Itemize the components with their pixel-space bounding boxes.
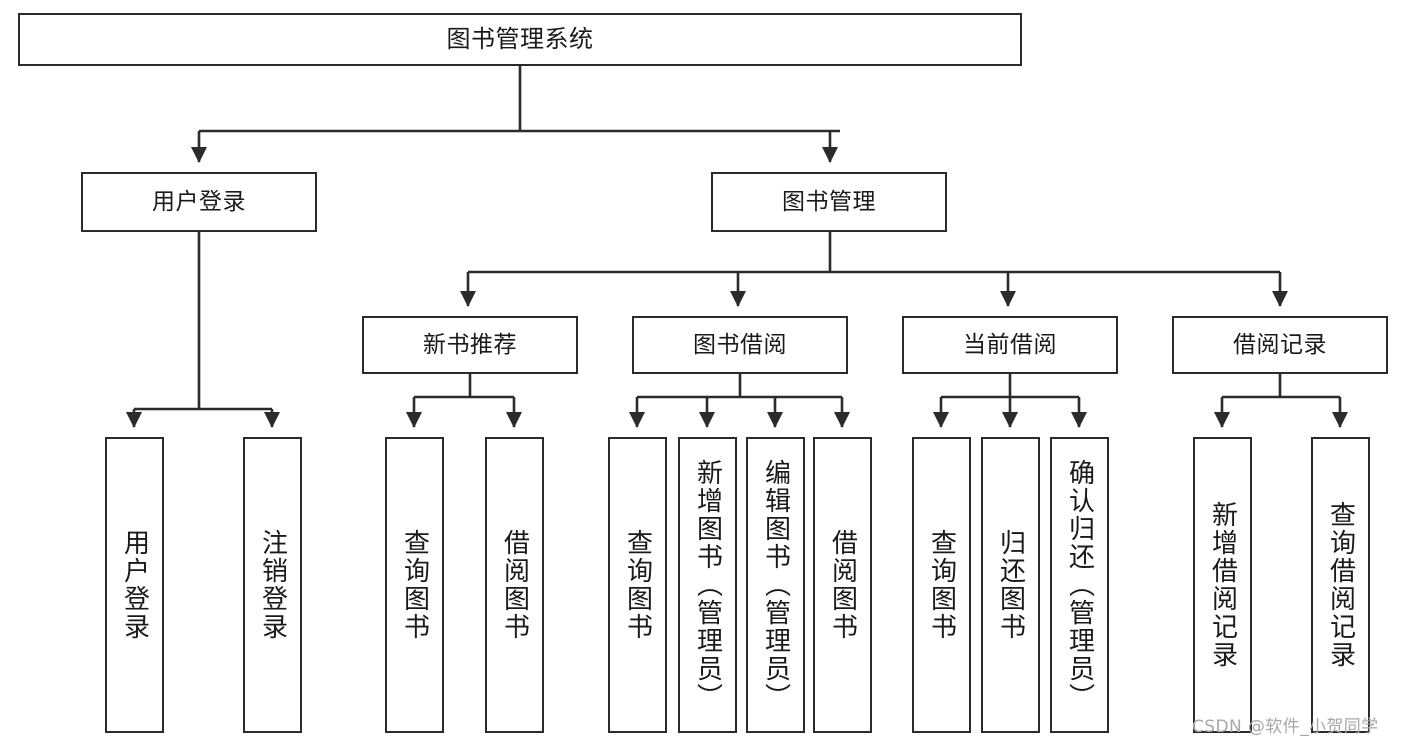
node-leaf-confirm-return[interactable]: 确认归还（管理员）: [1050, 437, 1109, 733]
node-leaf-add-book[interactable]: 新增图书（管理员）: [678, 437, 737, 733]
node-leaf-logout[interactable]: 注销登录: [243, 437, 302, 733]
node-book-borrow[interactable]: 图书借阅: [632, 316, 848, 374]
node-label: 查询图书: [926, 529, 957, 641]
node-label: 确认归还（管理员）: [1064, 459, 1095, 711]
node-label: 图书管理: [782, 188, 876, 215]
node-label: 编辑图书（管理员）: [760, 459, 791, 711]
node-leaf-return-book[interactable]: 归还图书: [981, 437, 1040, 733]
node-current-borrow[interactable]: 当前借阅: [902, 316, 1118, 374]
node-leaf-query-book-2[interactable]: 查询图书: [608, 437, 667, 733]
node-leaf-query-book-3[interactable]: 查询图书: [912, 437, 971, 733]
node-root-book-management-system[interactable]: 图书管理系统: [18, 13, 1022, 66]
node-borrow-record[interactable]: 借阅记录: [1172, 316, 1388, 374]
node-label: 查询图书: [622, 529, 653, 641]
node-leaf-query-book-1[interactable]: 查询图书: [385, 437, 444, 733]
node-label: 借阅图书: [827, 529, 858, 641]
node-leaf-query-record[interactable]: 查询借阅记录: [1311, 437, 1370, 733]
node-label: 注销登录: [257, 529, 288, 641]
node-label: 当前借阅: [963, 331, 1057, 358]
node-book-management[interactable]: 图书管理: [711, 172, 947, 232]
node-leaf-borrow-book-1[interactable]: 借阅图书: [485, 437, 544, 733]
node-leaf-borrow-book-2[interactable]: 借阅图书: [813, 437, 872, 733]
node-label: 借阅记录: [1233, 331, 1327, 358]
node-label: 归还图书: [995, 529, 1026, 641]
node-label: 新增图书（管理员）: [692, 459, 723, 711]
node-leaf-add-record[interactable]: 新增借阅记录: [1193, 437, 1252, 733]
node-label: 用户登录: [119, 529, 150, 641]
node-label: 用户登录: [152, 188, 246, 215]
node-label: 新增借阅记录: [1207, 501, 1238, 669]
node-label: 新书推荐: [423, 331, 517, 358]
node-leaf-user-login[interactable]: 用户登录: [105, 437, 164, 733]
node-new-book-recommend[interactable]: 新书推荐: [362, 316, 578, 374]
node-leaf-edit-book[interactable]: 编辑图书（管理员）: [746, 437, 805, 733]
node-label: 借阅图书: [499, 529, 530, 641]
node-user-login[interactable]: 用户登录: [81, 172, 317, 232]
node-label: 查询图书: [399, 529, 430, 641]
node-label: 查询借阅记录: [1325, 501, 1356, 669]
node-label: 图书管理系统: [446, 24, 594, 53]
node-label: 图书借阅: [693, 331, 787, 358]
